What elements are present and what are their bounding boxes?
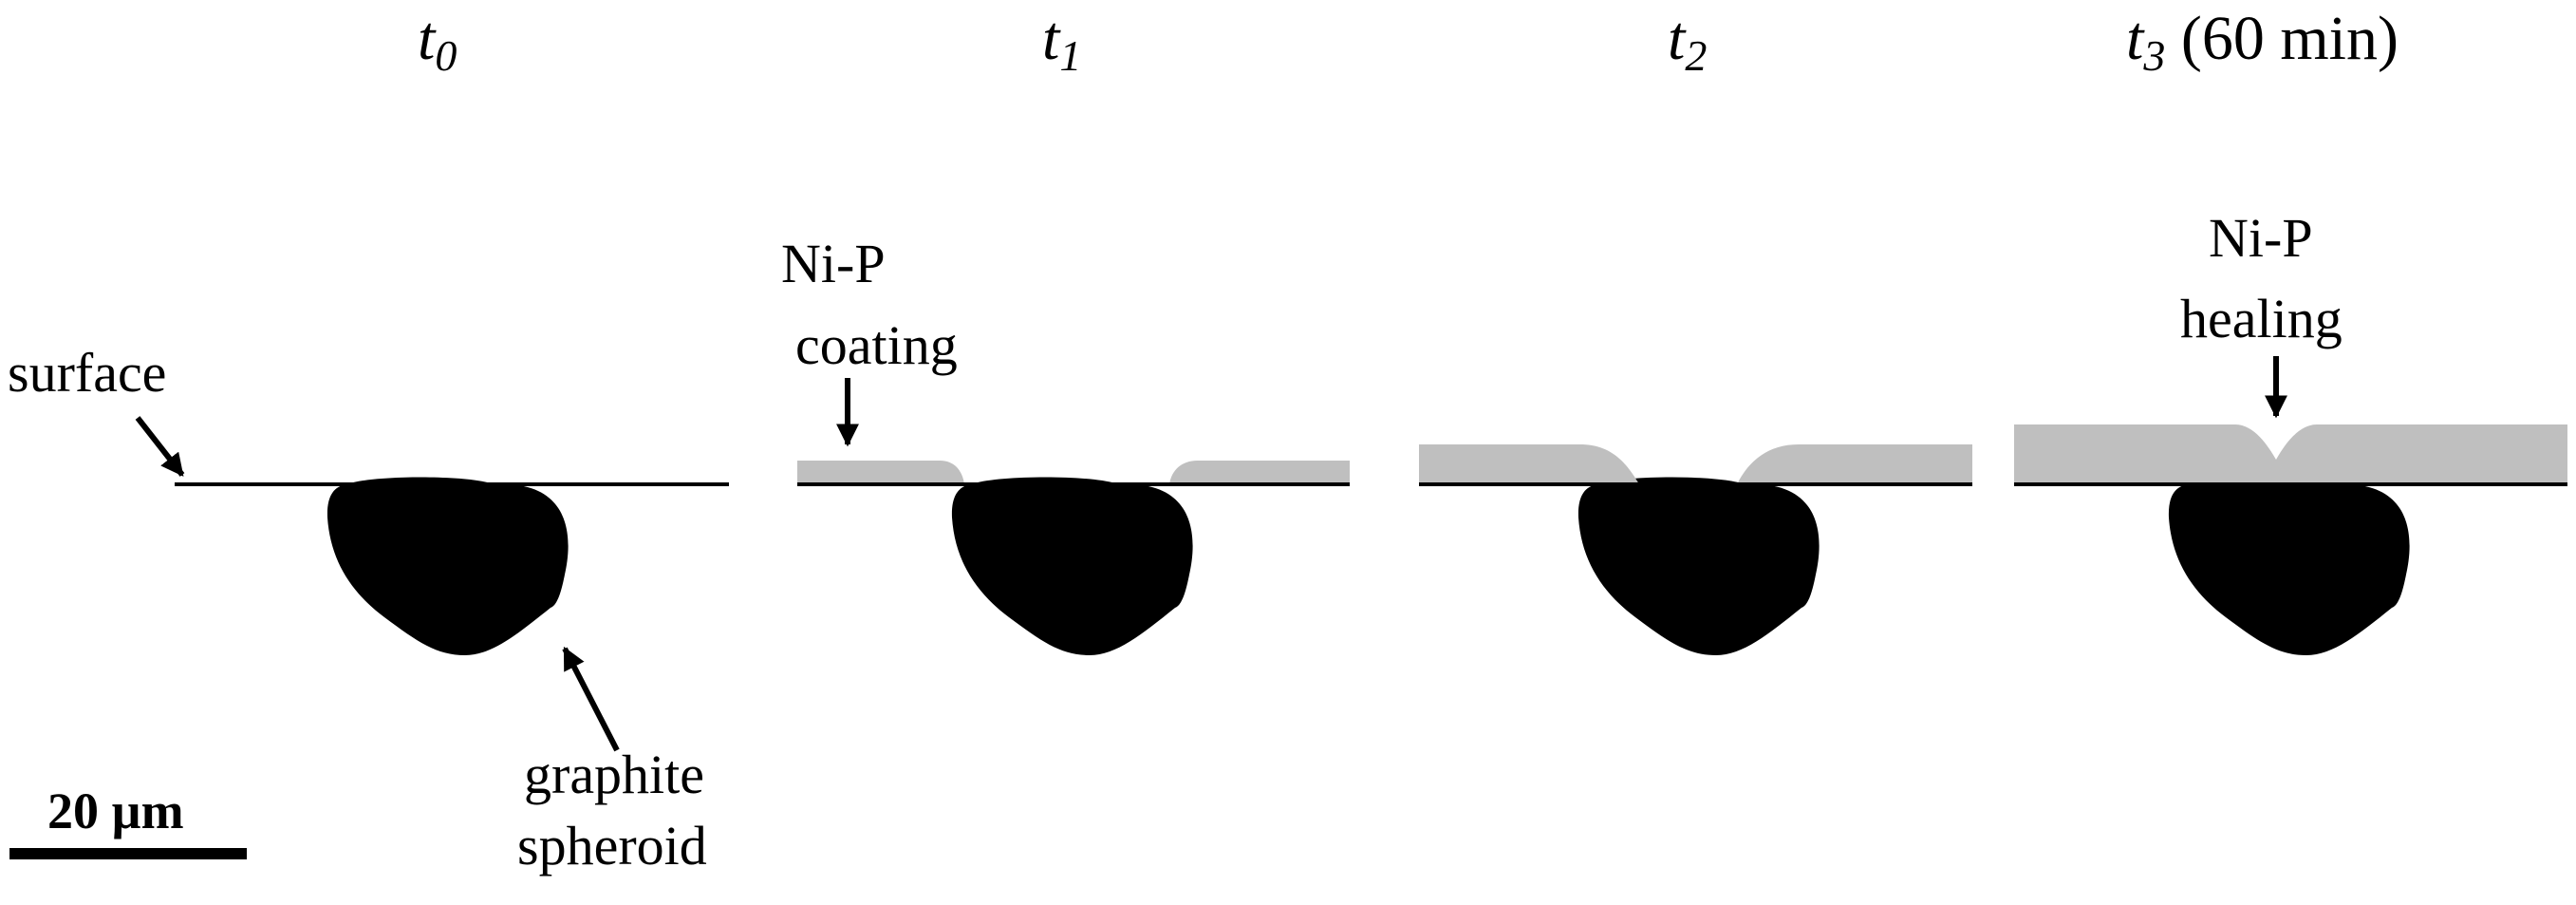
coating-label-line2: coating [795, 314, 958, 376]
scale-bar [9, 848, 247, 859]
graphite-spheroid-t1 [951, 477, 1193, 655]
title-t1-sub: 1 [1059, 31, 1081, 80]
nip-healing-layer-t3 [2014, 424, 2567, 484]
healing-label-line1: Ni-P [2209, 207, 2313, 269]
panel-t2 [1419, 444, 1972, 655]
nip-coating-t1-right [1169, 461, 1350, 484]
panel-t0 [175, 477, 729, 655]
graphite-spheroid-t0 [327, 477, 569, 655]
coating-label-line1: Ni-P [781, 233, 886, 294]
scale-bar-label: 20 µm [47, 782, 184, 839]
title-t2-main: t [1668, 4, 1687, 73]
nip-coating-t1-left [797, 461, 964, 484]
title-t3-main: t [2126, 4, 2145, 73]
title-t2: t2 [1668, 4, 1707, 80]
graphite-spheroid-t3 [2168, 477, 2410, 655]
panel-t1 [797, 461, 1350, 655]
title-t3-suffix: (60 min) [2165, 4, 2399, 73]
panel-t3 [2014, 424, 2567, 655]
title-t2-sub: 2 [1685, 31, 1707, 80]
title-t1-main: t [1042, 4, 1061, 73]
nip-coating-t2-left [1419, 444, 1639, 484]
surface-label: surface [8, 342, 166, 404]
graphite-label-line2: spheroid [517, 815, 707, 877]
surface-arrow [135, 416, 185, 477]
graphite-spheroid-t2 [1577, 477, 1820, 655]
nip-coating-t2-right [1737, 444, 1972, 484]
healing-label-line2: healing [2180, 288, 2343, 349]
graphite-arrow [562, 646, 620, 752]
title-t3-sub: 3 [2142, 31, 2165, 80]
title-t0: t0 [418, 4, 457, 80]
title-t0-main: t [418, 4, 437, 73]
title-t3: t3 (60 min) [2126, 4, 2399, 80]
graphite-label-line1: graphite [524, 744, 704, 805]
title-t1: t1 [1042, 4, 1081, 80]
title-t0-sub: 0 [435, 31, 457, 80]
